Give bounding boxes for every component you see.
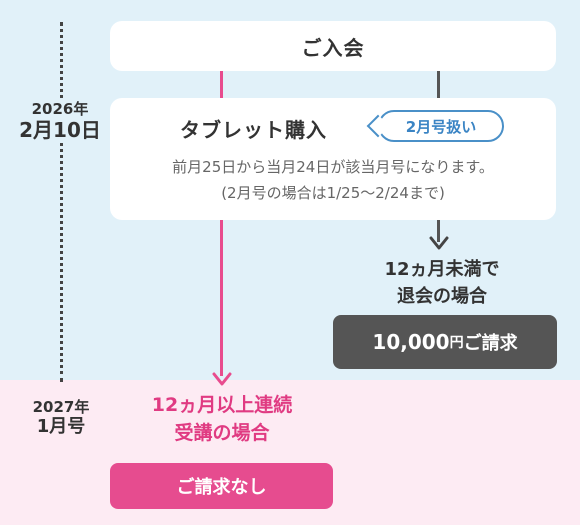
gray-connector-top <box>437 71 440 98</box>
date-year: 2027年 <box>32 398 90 416</box>
month-badge: 2月号扱い <box>378 110 504 142</box>
date-day: 2月10日 <box>19 118 101 142</box>
no-charge-badge: ご請求なし <box>110 463 333 509</box>
pink-connector-top <box>220 71 223 98</box>
short-condition-line2: 退会の場合 <box>397 286 487 307</box>
tablet-desc-line1: 前月25日から当月24日が該当月号になります。 <box>172 158 494 176</box>
long-condition-line1: 12ヵ月以上連続 <box>151 394 293 416</box>
date-label-2026: 2026年 2月10日 <box>14 100 106 142</box>
long-term-condition: 12ヵ月以上連続 受講の場合 <box>110 392 334 447</box>
timeline-dotted-line <box>60 22 63 382</box>
date-label-2027: 2027年 1月号 <box>24 398 98 438</box>
charge-suffix: ご請求 <box>463 333 518 354</box>
long-condition-line2: 受講の場合 <box>174 421 270 444</box>
charge-amount: 10,000 <box>372 330 450 354</box>
pink-connector-long <box>220 220 223 376</box>
date-month: 1月号 <box>36 416 86 437</box>
short-condition-line1: 12ヵ月未満で <box>384 259 500 280</box>
tablet-desc-line2: (2月号の場合は1/25〜2/24まで) <box>221 184 445 202</box>
tablet-purchase-title: タブレット購入 <box>180 118 327 142</box>
gray-arrow-down-icon <box>429 236 449 250</box>
date-year: 2026年 <box>31 100 89 118</box>
gray-connector-short <box>437 220 440 242</box>
join-card: ご入会 <box>110 21 556 71</box>
pink-arrow-down-icon <box>212 372 232 386</box>
short-term-condition: 12ヵ月未満で 退会の場合 <box>330 256 554 310</box>
charge-yen: 円 <box>449 335 464 351</box>
